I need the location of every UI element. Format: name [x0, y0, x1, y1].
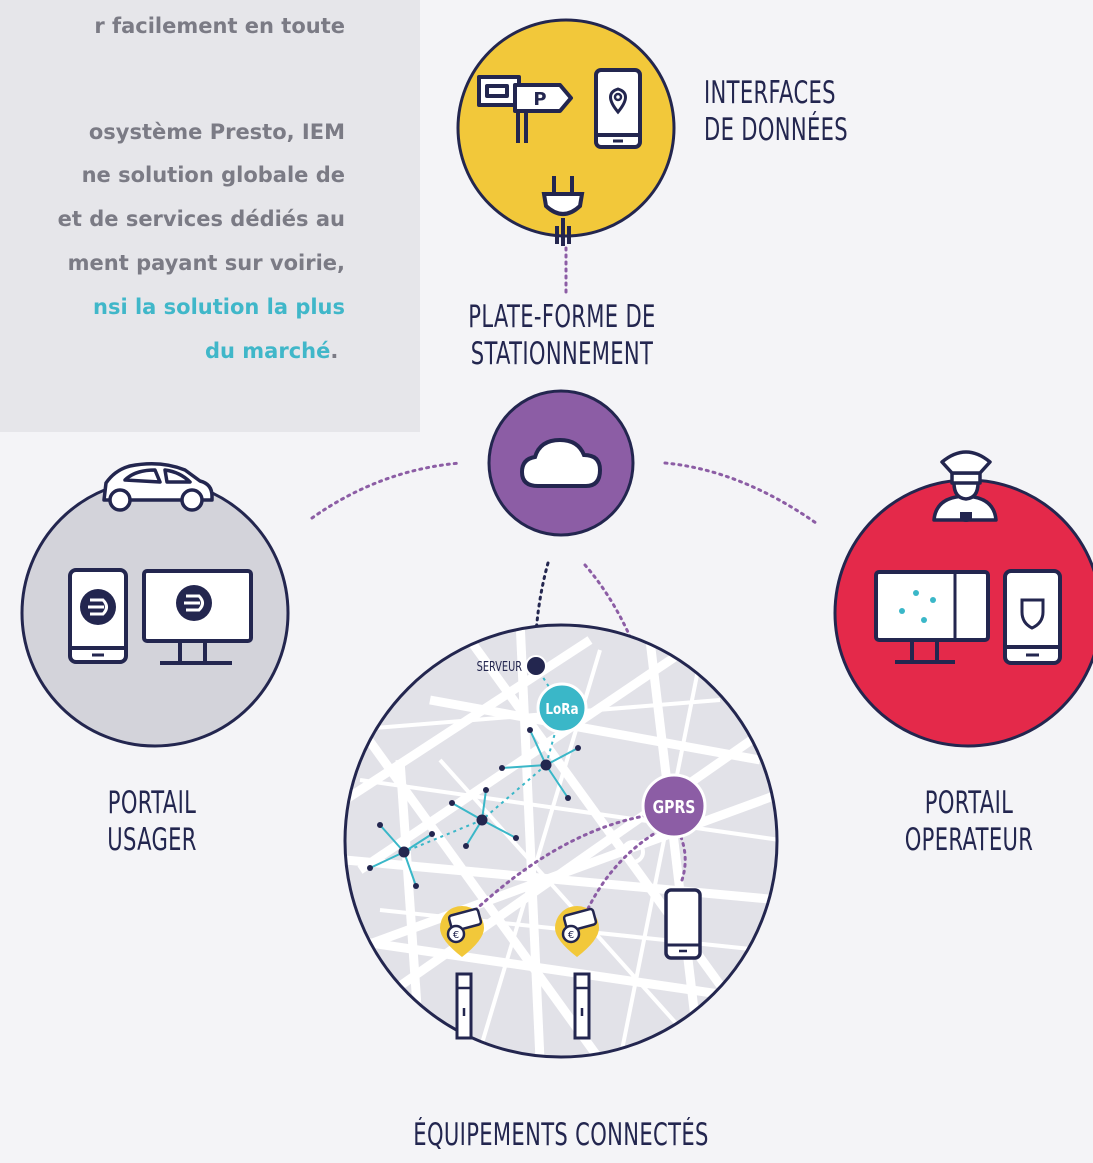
- user-portal-label: PORTAIL USAGER: [84, 785, 220, 859]
- intro-highlight-line: du marché.: [205, 339, 338, 363]
- phone-app-icon: [68, 568, 128, 664]
- phone-location-icon: [594, 68, 642, 149]
- equipment-label: ÉQUIPEMENTS CONNECTÉS: [413, 1117, 709, 1153]
- operator-portal-node: [833, 450, 1093, 748]
- platform-node: [487, 389, 635, 537]
- map-border: [343, 623, 779, 1059]
- operator-portal-label-line1: PORTAIL: [924, 785, 1014, 821]
- intro-text-line: et de services dédiés au: [57, 207, 345, 231]
- police-officer-icon: [932, 450, 998, 522]
- link-platform-operator-portal: [663, 461, 818, 525]
- user-portal-label-line2: USAGER: [107, 822, 197, 858]
- payment-pin-icon: €: [440, 906, 484, 957]
- car-icon: [102, 462, 214, 512]
- interfaces-label: INTERFACES DE DONNÉES: [704, 75, 848, 149]
- interfaces-label-line1: INTERFACES: [704, 75, 836, 111]
- interfaces-node: P: [456, 18, 676, 246]
- parking-meter-icon: [455, 972, 473, 1040]
- platform-label-line2: STATIONNEMENT: [470, 336, 654, 372]
- link-platform-user-portal: [310, 461, 462, 520]
- parking-meter-icon: [573, 972, 591, 1040]
- intro-text-line: ment payant sur voirie,: [67, 251, 345, 275]
- intro-panel: r facilement en toute osystème Presto, I…: [0, 0, 420, 432]
- server-label: SERVEUR: [477, 659, 522, 675]
- lora-badge: LoRa: [536, 682, 588, 734]
- cloud-icon: [519, 437, 603, 488]
- user-portal-label-line1: PORTAIL: [107, 785, 197, 821]
- platform-label-line1: PLATE-FORME DE: [468, 299, 656, 335]
- gprs-links: [468, 813, 687, 917]
- interfaces-label-line2: DE DONNÉES: [704, 112, 849, 148]
- intro-period: .: [330, 339, 339, 363]
- signpost-icon: P: [477, 75, 573, 143]
- operator-portal-label-line2: OPERATEUR: [904, 822, 1034, 858]
- euro-symbol: €: [568, 930, 574, 941]
- intro-highlight-line: nsi la solution la plus: [93, 295, 345, 319]
- link-platform-server: [533, 561, 550, 664]
- gprs-label: GPRS: [653, 796, 696, 817]
- operator-portal-label: PORTAIL OPERATEUR: [891, 785, 1047, 859]
- plug-icon: [541, 176, 585, 246]
- intro-text-line: ne solution globale de: [81, 163, 345, 187]
- signpost-letter: P: [533, 89, 546, 110]
- server-node: SERVEUR: [477, 655, 547, 677]
- map-streets: [345, 625, 777, 1057]
- user-portal-node: [20, 462, 290, 748]
- intro-highlight-text: du marché: [205, 339, 331, 363]
- monitor-map-icon: [874, 570, 990, 664]
- payment-pin-icon: €: [555, 906, 599, 957]
- equipment-map-node: SERVEUR LoRa GPRS € €: [343, 623, 779, 1059]
- gprs-badge: GPRS: [641, 773, 707, 839]
- phone-shield-icon: [1003, 569, 1062, 665]
- lora-label: LoRa: [545, 701, 578, 719]
- smartphone-icon: [664, 888, 702, 960]
- monitor-app-icon: [142, 569, 253, 665]
- intro-text-line: r facilement en toute: [94, 14, 345, 38]
- intro-text-line: osystème Presto, IEM: [88, 120, 345, 144]
- platform-label: PLATE-FORME DE STATIONNEMENT: [452, 299, 672, 373]
- euro-symbol: €: [453, 930, 459, 941]
